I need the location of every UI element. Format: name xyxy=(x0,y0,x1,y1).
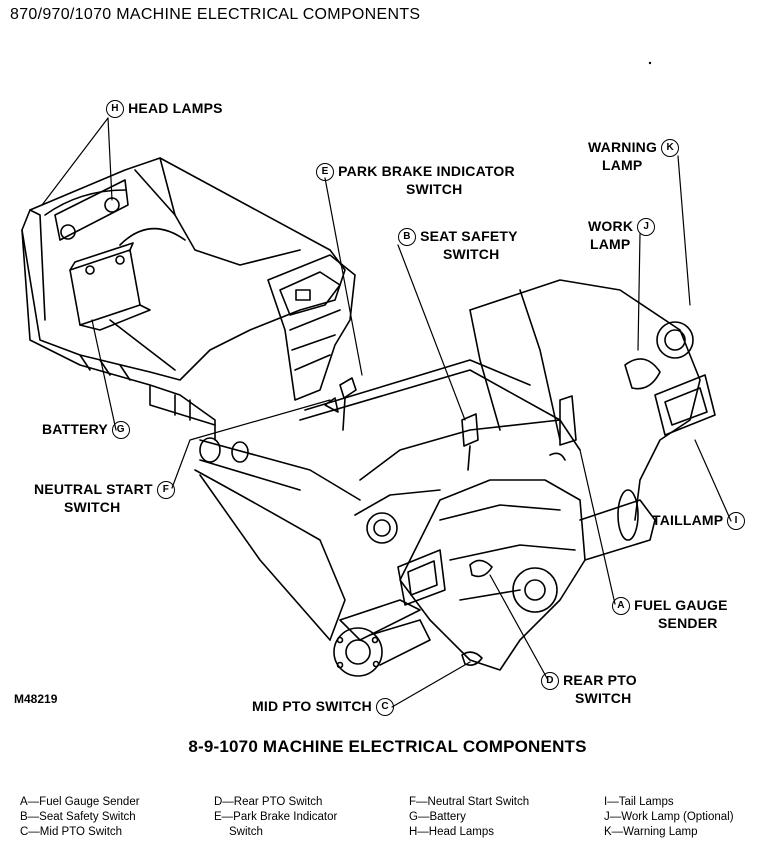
legend-item: G—Battery xyxy=(409,811,466,823)
callout-fuel-gauge: A FUEL GAUGE SENDER xyxy=(612,597,728,632)
legend-item: D—Rear PTO Switch xyxy=(214,796,323,808)
callout-seat-safety-line2: SWITCH xyxy=(443,246,500,263)
callout-badge-k: K xyxy=(661,139,680,158)
callout-fuel-gauge-line1: FUEL GAUGE xyxy=(634,597,728,613)
callout-rear-pto-line1: REAR PTO xyxy=(563,672,637,688)
callout-park-brake-line2: SWITCH xyxy=(406,181,463,198)
legend-column-2: D—Rear PTO Switch E—Park Brake Indicator… xyxy=(214,795,337,840)
callout-badge-i: I xyxy=(727,512,746,531)
callout-badge-a: A xyxy=(612,597,630,616)
callout-work-lamp-line1: WORK xyxy=(588,218,634,234)
callout-head-lamps: H HEAD LAMPS xyxy=(106,100,223,119)
callout-warning-lamp-line1: WARNING xyxy=(588,139,658,155)
callout-battery-text: BATTERY xyxy=(42,421,108,437)
legend-item: A—Fuel Gauge Sender xyxy=(20,796,140,808)
transaxle xyxy=(339,479,656,671)
callout-taillamp: TAILLAMP I xyxy=(652,512,746,531)
legend-item: E—Park Brake Indicator xyxy=(214,811,338,823)
page-title: 870/970/1070 MACHINE ELECTRICAL COMPONEN… xyxy=(10,6,421,23)
rear-hub xyxy=(333,619,431,677)
callout-warning-lamp: WARNING K LAMP xyxy=(588,139,680,174)
fender-frame xyxy=(194,279,701,641)
legend-item: F—Neutral Start Switch xyxy=(409,796,530,808)
callout-neutral-start: NEUTRAL START F SWITCH xyxy=(34,481,175,516)
switch-parts xyxy=(324,377,577,666)
legend-item: J—Work Lamp (Optional) xyxy=(604,811,734,823)
rear-lamps xyxy=(366,321,716,606)
callout-work-lamp-line2: LAMP xyxy=(590,236,631,253)
callout-battery: BATTERY G xyxy=(42,421,130,440)
callout-park-brake: E PARK BRAKE INDICATOR SWITCH xyxy=(316,163,515,198)
callout-rear-pto: D REAR PTO SWITCH xyxy=(541,672,637,707)
legend-column-4: I—Tail Lamps J—Work Lamp (Optional) K—Wa… xyxy=(604,795,734,840)
callout-rear-pto-line2: SWITCH xyxy=(575,690,632,707)
callout-badge-g: G xyxy=(111,421,130,440)
callout-badge-d: D xyxy=(541,672,559,691)
callout-park-brake-line1: PARK BRAKE INDICATOR xyxy=(338,163,515,179)
callout-badge-c: C xyxy=(376,698,395,717)
callout-badge-b: B xyxy=(398,228,416,247)
callout-warning-lamp-line2: LAMP xyxy=(602,157,643,174)
callout-neutral-start-line2: SWITCH xyxy=(64,499,121,516)
legend-item: K—Warning Lamp xyxy=(604,826,698,838)
callout-neutral-start-line1: NEUTRAL START xyxy=(34,481,153,497)
callout-mid-pto: MID PTO SWITCH C xyxy=(252,698,395,717)
legend-item: B—Seat Safety Switch xyxy=(20,811,136,823)
callout-seat-safety-line1: SEAT SAFETY xyxy=(420,228,518,244)
callout-taillamp-text: TAILLAMP xyxy=(652,512,724,528)
hood-body xyxy=(21,157,346,441)
legend-item: Switch xyxy=(229,826,263,838)
callout-seat-safety: B SEAT SAFETY SWITCH xyxy=(398,228,518,263)
callout-head-lamps-text: HEAD LAMPS xyxy=(128,100,223,116)
battery-art xyxy=(69,227,186,371)
legend-item: I—Tail Lamps xyxy=(604,796,674,808)
dash-console xyxy=(267,254,356,401)
callout-mid-pto-text: MID PTO SWITCH xyxy=(252,698,372,714)
legend-item: H—Head Lamps xyxy=(409,826,495,838)
callout-badge-h: H xyxy=(106,100,124,119)
callout-badge-f: F xyxy=(156,481,175,500)
leader-lines xyxy=(41,117,732,708)
figure-id: M48219 xyxy=(14,692,58,706)
callout-work-lamp: WORK J LAMP xyxy=(588,218,656,253)
legend-column-3: F—Neutral Start Switch G—Battery H—Head … xyxy=(409,795,529,840)
front-axle xyxy=(199,437,361,501)
callout-badge-j: J xyxy=(637,218,656,237)
legend-item: C—Mid PTO Switch xyxy=(20,826,123,838)
callout-badge-e: E xyxy=(316,163,334,182)
figure-caption: 8-9-1070 MACHINE ELECTRICAL COMPONENTS xyxy=(188,737,587,756)
callout-fuel-gauge-line2: SENDER xyxy=(658,615,718,632)
legend-column-1: A—Fuel Gauge Sender B—Seat Safety Switch… xyxy=(20,795,140,840)
